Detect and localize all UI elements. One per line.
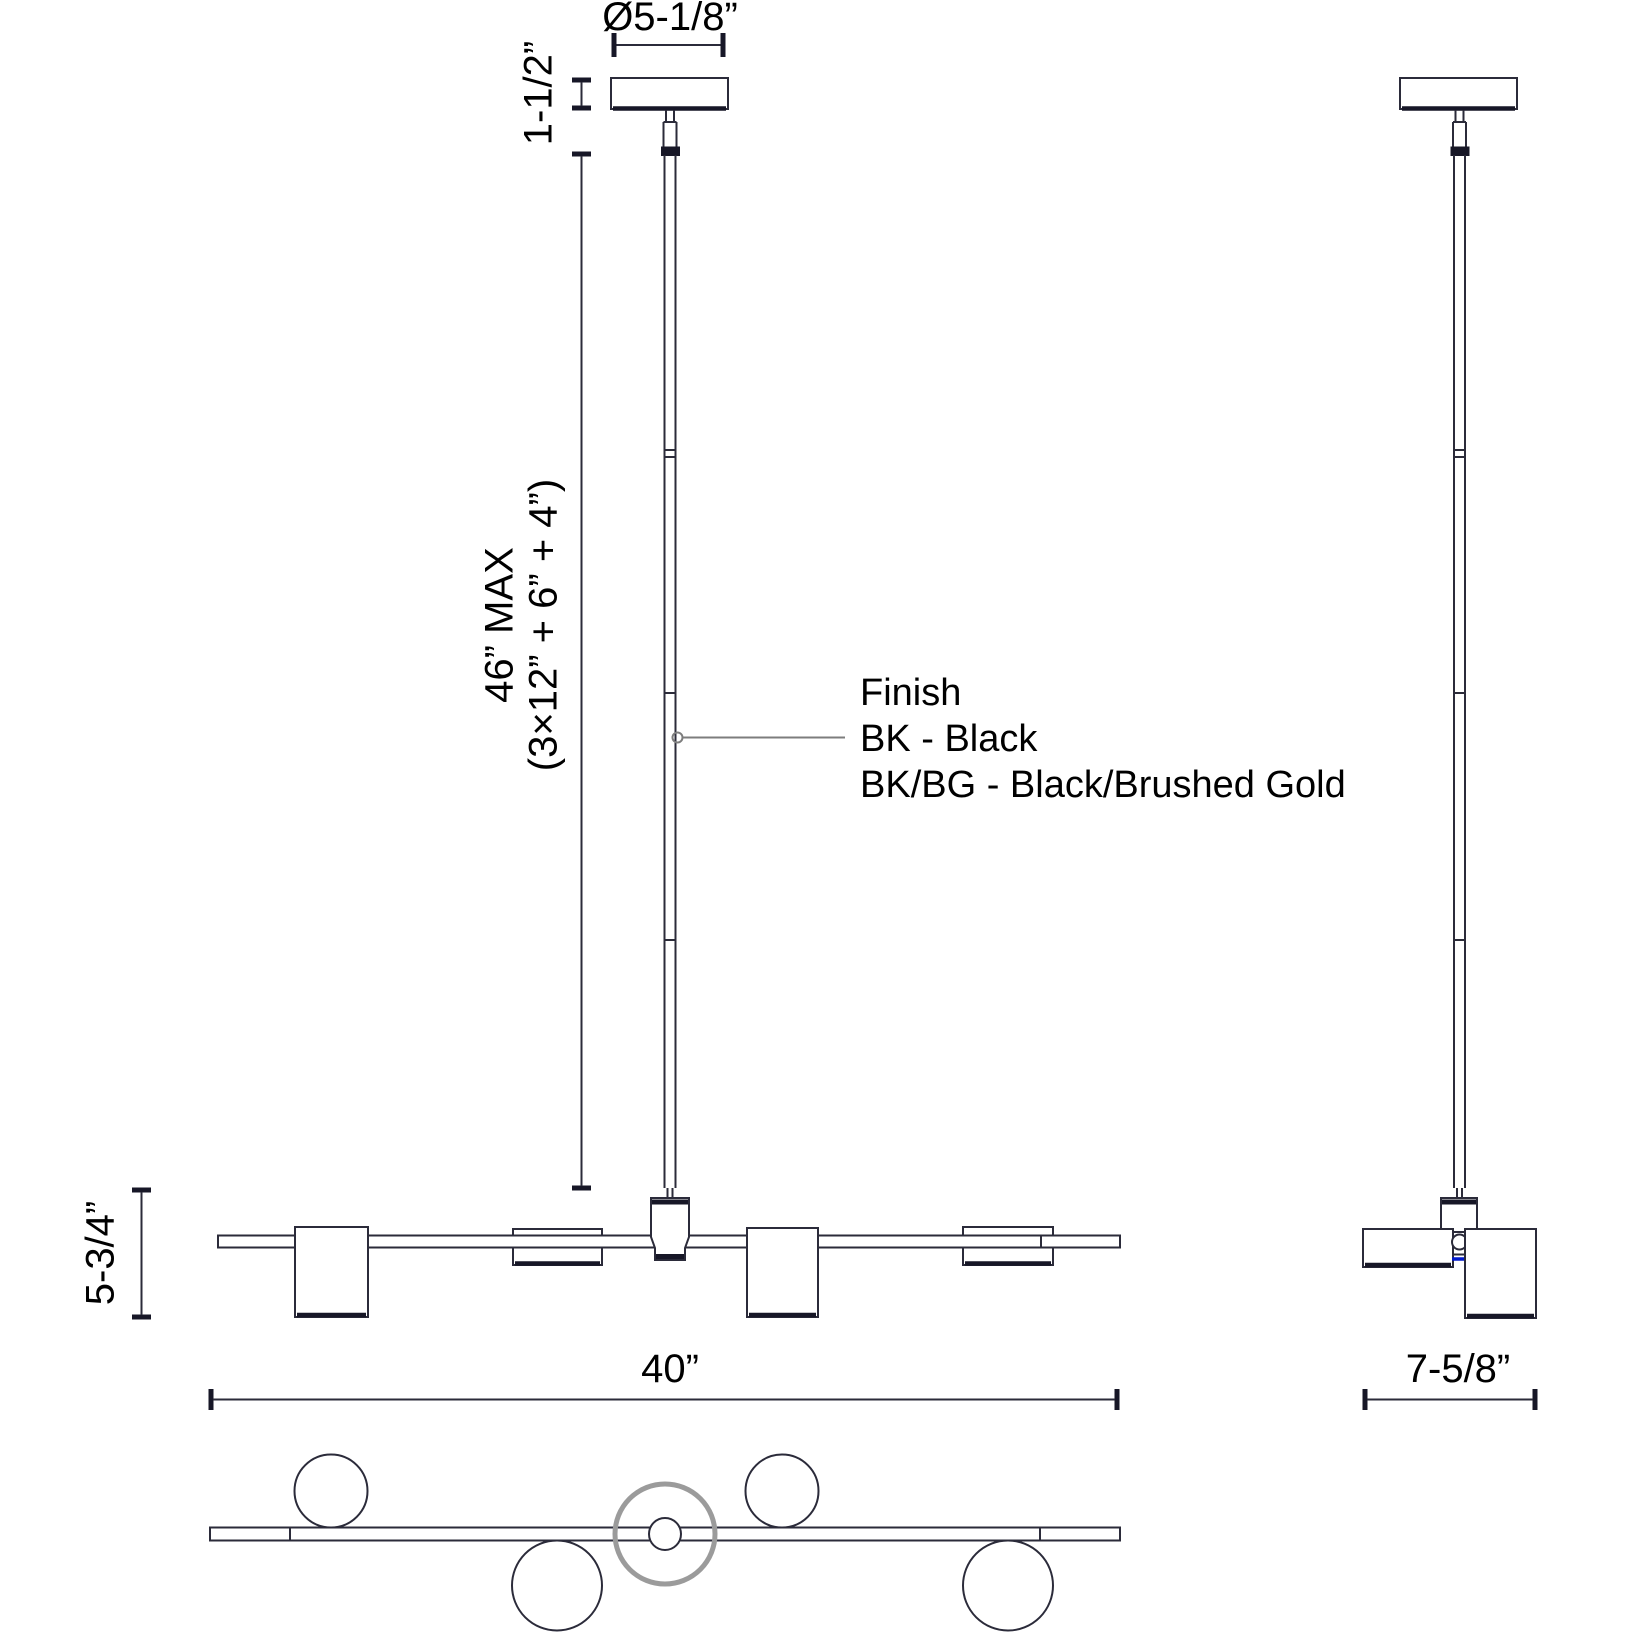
side-elevation: 7-5/8” — [1362, 77, 1538, 1410]
plan-shallow-cylinder-4 — [962, 1539, 1054, 1632]
side-shallow-cylinder — [1362, 1228, 1454, 1268]
finish-note-title: Finish — [860, 672, 961, 714]
rod-max-label-line2: (3×12” + 6” + 4”) — [522, 479, 566, 771]
fixture-depth-dimension: 7-5/8” — [1362, 1347, 1538, 1410]
tall-cylinder-1 — [294, 1226, 369, 1318]
canopy-height-label: 1-1/2” — [517, 41, 561, 146]
plan-hub-ring — [612, 1481, 718, 1587]
side-center-hub — [1440, 1197, 1478, 1233]
canopy-diameter-label: Ø5-1/8” — [602, 0, 738, 39]
fixture-width-label: 40” — [641, 1347, 699, 1391]
leader-dot — [671, 731, 684, 744]
canopy-diameter-dimension: Ø5-1/8” — [602, 0, 738, 57]
canopy-stem — [662, 110, 678, 148]
fixture-width-dimension: 40” — [208, 1347, 1120, 1410]
plan-shallow-cylinder-2 — [511, 1539, 603, 1632]
hanging-rod — [663, 155, 677, 1198]
plan-view — [209, 1453, 1121, 1632]
fixture-depth-label: 7-5/8” — [1406, 1347, 1511, 1391]
fixture-height-label: 5-3/4” — [79, 1201, 123, 1306]
hub-top-band — [652, 1199, 688, 1205]
canopy — [610, 77, 729, 110]
center-hub — [650, 1197, 690, 1261]
plan-tall-cylinder-3 — [744, 1453, 820, 1529]
fixture-height-dimension: 5-3/4” — [79, 1187, 151, 1320]
side-hanging-rod — [1453, 155, 1466, 1198]
finish-note: Finish BK - Black BK/BG - Black/Brushed … — [860, 672, 1346, 806]
hub-bottom-band — [656, 1254, 684, 1259]
side-rod-coupler — [1450, 146, 1470, 156]
side-hub-top-band — [1442, 1199, 1476, 1205]
side-tall-cylinder — [1464, 1228, 1537, 1319]
finish-leader — [671, 731, 845, 744]
canopy-height-dimension: 1-1/2” — [517, 41, 591, 146]
finish-note-option-bk: BK - Black — [860, 718, 1038, 760]
finish-note-option-bkbg: BK/BG - Black/Brushed Gold — [860, 764, 1346, 806]
rod-coupler — [661, 146, 680, 156]
side-canopy — [1399, 77, 1518, 110]
front-elevation: Ø5-1/8” 1-1/2” 46” MAX (3×12” + 6” + 4”) — [79, 0, 1346, 1410]
tall-cylinder-3 — [746, 1227, 819, 1318]
rod-max-label-line1: 46” MAX — [478, 547, 522, 703]
side-canopy-stem — [1452, 110, 1467, 148]
plan-tall-cylinder-1 — [293, 1453, 369, 1529]
plan-rod-circle — [648, 1517, 682, 1551]
rod-length-dimension: 46” MAX (3×12” + 6” + 4”) — [478, 151, 591, 1191]
